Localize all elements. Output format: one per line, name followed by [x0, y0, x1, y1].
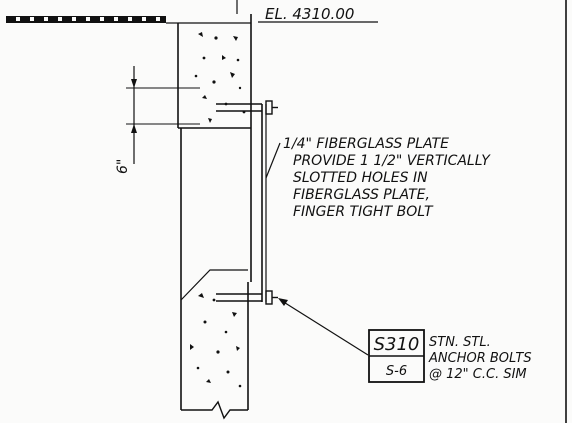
note-leader-line — [265, 142, 281, 179]
dimension-label: 6" — [115, 159, 131, 174]
note-line-1: 1/4" FIBERGLASS PLATE — [283, 136, 449, 152]
note-line-5: FINGER TIGHT BOLT — [293, 204, 434, 220]
lower-concrete-block — [180, 269, 249, 410]
break-line — [181, 400, 248, 420]
callout-line-3: @ 12" C.C. SIM — [429, 367, 527, 382]
dimension-6in: 6" — [115, 66, 200, 174]
detail-id: S310 — [374, 334, 420, 355]
note-line-4: FIBERGLASS PLATE, — [293, 187, 430, 203]
fiberglass-note: 1/4" FIBERGLASS PLATE PROVIDE 1 1/2" VER… — [283, 136, 491, 220]
note-line-3: SLOTTED HOLES IN — [293, 170, 428, 186]
callout-line-2: ANCHOR BOLTS — [428, 351, 532, 366]
concrete-aggregate-top — [194, 32, 246, 123]
note-line-2: PROVIDE 1 1/2" VERTICALLY — [293, 153, 491, 169]
fiberglass-plate — [261, 104, 267, 302]
slab-edge-hatching — [6, 16, 166, 23]
elevation-label: EL. 4310.00 — [265, 5, 354, 23]
callout-line-1: STN. STL. — [429, 335, 491, 350]
detail-sheet-ref: S-6 — [386, 364, 407, 379]
anchor-bolts-callout: STN. STL. ANCHOR BOLTS @ 12" C.C. SIM — [428, 335, 532, 382]
bolt-leader-line — [278, 298, 369, 356]
upper-anchor-bolt — [216, 100, 278, 115]
concrete-aggregate-bottom — [190, 293, 242, 388]
upper-concrete-wall — [177, 14, 252, 129]
lower-anchor-bolt — [216, 290, 278, 305]
detail-tag: S310 S-6 — [368, 329, 425, 383]
